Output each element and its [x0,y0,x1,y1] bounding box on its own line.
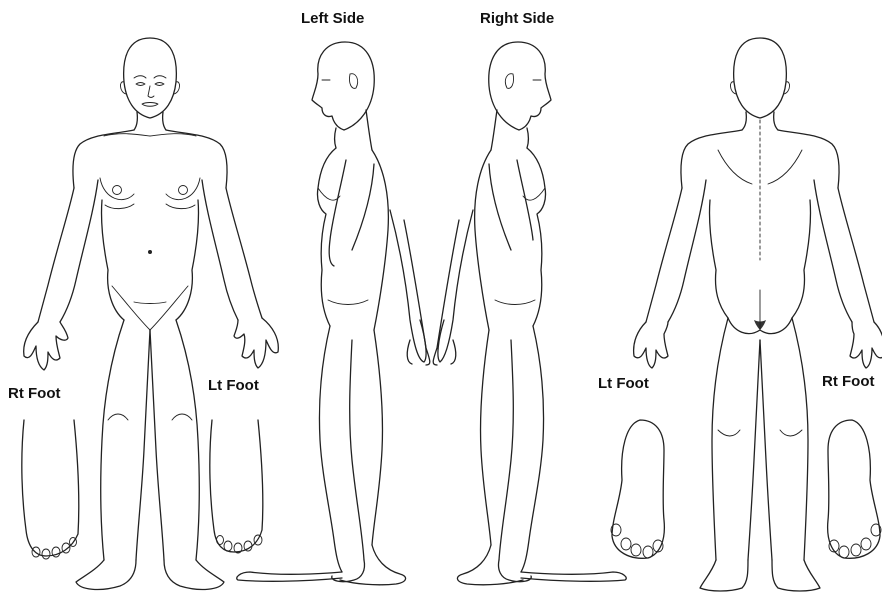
rt-foot-front-drawing [22,420,79,559]
right-side-view-figure [433,42,626,585]
left-side-view-figure [237,42,430,585]
rt-foot-sole-label: Rt Foot [822,373,874,390]
rt-foot-front-label: Rt Foot [8,385,60,402]
right-side-label: Right Side [480,10,554,27]
back-view-figure [634,38,882,591]
left-side-label: Left Side [301,10,364,27]
lt-foot-front-label: Lt Foot [208,377,259,394]
lt-foot-sole-drawing [611,420,664,558]
lt-foot-front-drawing [210,420,263,553]
rt-foot-sole-drawing [828,420,881,558]
front-view-figure [24,38,279,589]
lt-foot-sole-label: Lt Foot [598,375,649,392]
